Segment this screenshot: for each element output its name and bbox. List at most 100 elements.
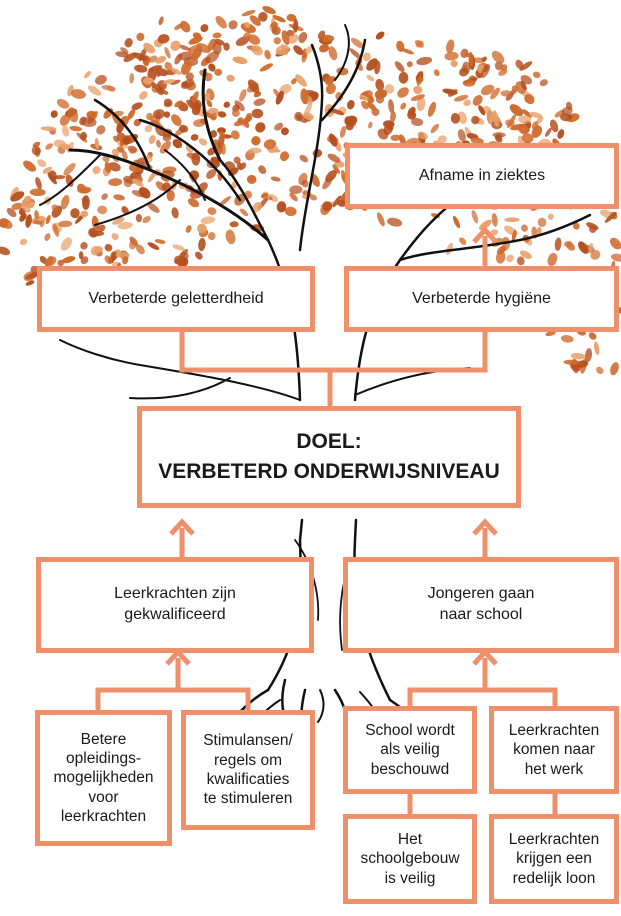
leaf xyxy=(225,229,236,245)
leaf xyxy=(578,241,589,254)
leaf xyxy=(416,76,423,86)
leaf xyxy=(410,94,425,101)
leaf xyxy=(545,127,552,137)
leaf xyxy=(170,40,181,51)
leaf xyxy=(407,106,416,116)
leaf xyxy=(143,42,156,54)
leaf xyxy=(80,242,88,250)
leaf xyxy=(584,348,593,363)
leaf xyxy=(529,112,543,118)
leaf xyxy=(251,108,264,119)
leaf xyxy=(206,99,213,108)
leaf xyxy=(121,150,128,161)
leaf xyxy=(375,31,385,40)
leaf xyxy=(134,64,148,73)
leaf xyxy=(563,359,580,365)
leaf xyxy=(300,88,309,105)
leaf xyxy=(59,114,70,126)
leaf xyxy=(520,250,532,259)
leaf xyxy=(368,121,373,129)
arrowhead-icon xyxy=(169,518,195,536)
leaf xyxy=(185,72,194,81)
root xyxy=(317,689,325,723)
leaf xyxy=(171,207,179,219)
leaf xyxy=(339,125,347,138)
leaf xyxy=(25,280,35,286)
leaf xyxy=(247,79,260,94)
leaf xyxy=(139,91,148,100)
leaf xyxy=(328,133,338,147)
leaf xyxy=(104,243,113,252)
leaf xyxy=(494,134,503,143)
leaf xyxy=(394,61,405,73)
leaf xyxy=(94,245,103,253)
leaf xyxy=(214,38,225,46)
leaf xyxy=(545,331,556,337)
leaf xyxy=(260,193,269,199)
leaf xyxy=(462,79,476,87)
leaf xyxy=(454,94,469,102)
leaf xyxy=(507,114,517,129)
leaf xyxy=(195,251,203,260)
leaf xyxy=(172,244,185,251)
leaf xyxy=(301,179,309,188)
leaf xyxy=(610,362,619,376)
leaf xyxy=(275,90,284,105)
leaf xyxy=(147,202,160,213)
leaf xyxy=(80,210,89,218)
leaf xyxy=(217,111,227,118)
leaf xyxy=(174,100,183,108)
leaf xyxy=(163,111,171,118)
leaf xyxy=(203,92,211,102)
leaf xyxy=(178,124,189,133)
leaf xyxy=(218,131,226,139)
leaf xyxy=(251,45,263,56)
leaf xyxy=(375,78,385,91)
leaf xyxy=(275,44,290,56)
leaf xyxy=(491,213,498,227)
leaf xyxy=(214,68,223,76)
leaf xyxy=(565,242,576,251)
leaf xyxy=(521,133,534,143)
leaf xyxy=(163,100,171,108)
leaf xyxy=(207,232,216,241)
leaf xyxy=(478,105,486,116)
leaf xyxy=(547,252,558,267)
leaf xyxy=(266,148,281,153)
leaf xyxy=(263,139,277,150)
leaf xyxy=(185,225,192,233)
leaf xyxy=(560,113,573,122)
leaf xyxy=(506,254,514,263)
leaf xyxy=(510,123,526,131)
leaf xyxy=(596,366,604,375)
leaf xyxy=(346,99,355,110)
leaf xyxy=(272,15,286,23)
leaf xyxy=(495,250,506,264)
leaf xyxy=(25,214,32,228)
leaf xyxy=(191,106,201,116)
leaf xyxy=(413,85,423,95)
leaf xyxy=(480,84,495,96)
sub-building-safe-box: Het schoolgebouw is veilig xyxy=(343,814,477,904)
leaf xyxy=(274,122,284,131)
leaf xyxy=(23,195,32,203)
sub-teachers-work-box: Leerkrachten komen naar het werk xyxy=(489,706,619,794)
goal-box: DOEL: VERBETERD ONDERWIJSNIVEAU xyxy=(137,406,521,508)
leaf xyxy=(143,77,154,85)
leaf xyxy=(511,229,517,242)
leaf xyxy=(521,224,528,232)
leaf xyxy=(470,137,484,145)
leaf xyxy=(159,140,171,154)
leaf xyxy=(129,147,137,154)
leaf xyxy=(95,75,107,85)
leaf xyxy=(322,177,333,190)
leaf xyxy=(19,238,28,246)
leaf xyxy=(155,87,169,95)
leaf xyxy=(442,88,458,95)
leaf xyxy=(430,123,439,134)
leaf xyxy=(325,77,334,86)
leaf xyxy=(131,190,145,198)
leaf xyxy=(288,34,299,44)
leaf xyxy=(0,246,11,256)
leaf xyxy=(122,136,131,146)
